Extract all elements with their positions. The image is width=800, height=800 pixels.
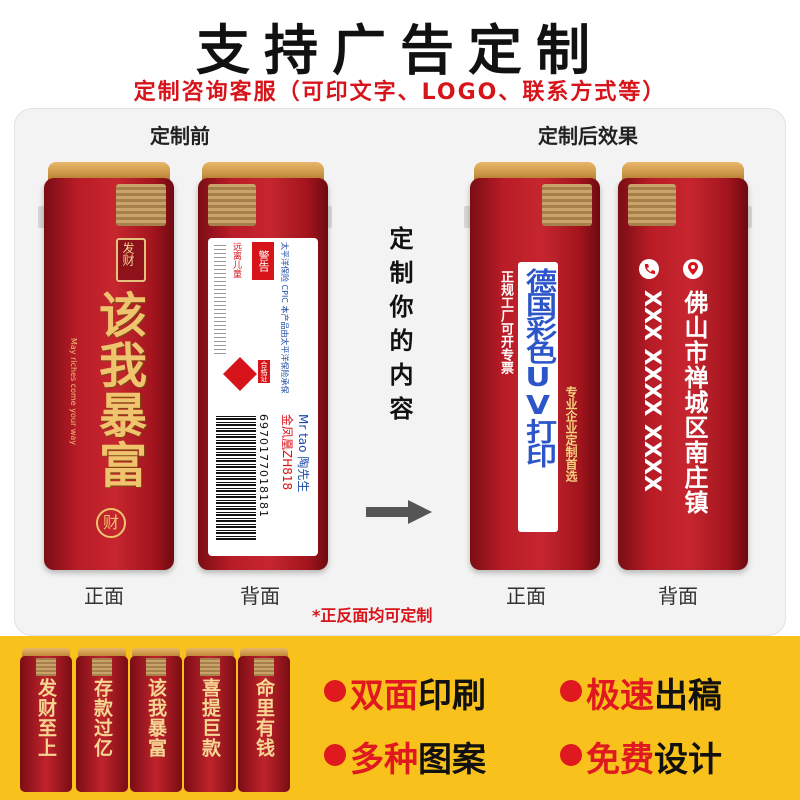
- lighter-button: [208, 184, 256, 226]
- barcode-icon: [216, 414, 256, 540]
- mini-lighter-text: 喜提巨款: [199, 678, 221, 758]
- uv-print-box: 德国彩色UV打印: [518, 262, 558, 532]
- lighter-button: [628, 184, 676, 226]
- front-label-before: 正面: [84, 584, 124, 608]
- front-label-after: 正面: [506, 584, 546, 608]
- mini-lighter: 喜提巨款: [184, 648, 236, 792]
- lighter-pin: [464, 206, 472, 228]
- lighter-after-back: 佛山市禅城区南庄镇 XXX XXXX XXXX: [618, 162, 752, 582]
- model-text: 金凤凰ZH818: [280, 414, 294, 491]
- keep-away-text: 远离儿童: [231, 242, 241, 278]
- lighter-cap: [622, 162, 744, 182]
- lighter-body: 佛山市禅城区南庄镇 XXX XXXX XXXX: [618, 178, 748, 570]
- features-banner: 发财至上 存款过亿 该我暴富 喜提巨款 命里有钱 双面印刷 极速出稿 多种图案 …: [0, 636, 800, 800]
- uv-print-text: 德国彩色UV打印: [520, 268, 556, 467]
- lighter-pin: [38, 206, 46, 228]
- phone-icon: [639, 259, 659, 279]
- warning-badge: 警告: [252, 242, 274, 280]
- mini-lighter-text: 命里有钱: [253, 678, 275, 758]
- insurer-text: 太平洋保险 CPIC 本产品由太平洋保险承保: [280, 242, 289, 394]
- both-sides-note: *正反面均可定制: [312, 606, 433, 625]
- mini-lighter: 该我暴富: [130, 648, 182, 792]
- mini-lighter-text: 存款过亿: [91, 678, 113, 758]
- feature-many-patterns: 多种图案: [350, 740, 486, 780]
- page-title: 支持广告定制: [196, 19, 604, 82]
- lighter-button: [542, 184, 592, 226]
- lighter-body: 警告 远离儿童 太平洋保险 CPIC 本产品由太平洋保险承保 合格证 69701…: [198, 178, 328, 570]
- invoice-text: 正规工厂可开专票: [498, 270, 513, 374]
- location-icon: [683, 259, 703, 279]
- lighter-body: 德国彩色UV打印 正规工厂可开专票 专业企业定制首选: [470, 178, 600, 570]
- mini-lighter-text: 发财至上: [35, 678, 57, 758]
- slogan-text: 该我暴富: [90, 290, 146, 490]
- lighter-cap: [202, 162, 324, 182]
- before-label: 定制前: [150, 124, 210, 148]
- barcode-number: 6970177018181: [257, 414, 270, 518]
- lighter-button: [116, 184, 166, 226]
- bullet-icon: [324, 744, 346, 766]
- small-tag-text: 合格证: [258, 360, 270, 383]
- mini-lighter-text: 该我暴富: [145, 678, 167, 758]
- after-label: 定制后效果: [538, 124, 638, 148]
- page-subtitle: 定制咨询客服（可印文字、LOGO、联系方式等）: [133, 80, 667, 105]
- feature-double-sided: 双面印刷: [350, 676, 486, 716]
- lighter-cap: [474, 162, 596, 182]
- fine-print: [214, 244, 226, 354]
- lighter-body: 发财 该我暴富 May riches come your way 财: [44, 178, 174, 570]
- address-text: 佛山市禅城区南庄镇: [680, 290, 708, 515]
- lighter-pin: [324, 206, 332, 228]
- back-label-after: 背面: [658, 584, 698, 608]
- feature-free-design: 免费设计: [586, 740, 722, 780]
- lighter-after-front: 德国彩色UV打印 正规工厂可开专票 专业企业定制首选: [464, 162, 600, 582]
- phone-text: XXX XXXX XXXX: [639, 290, 664, 492]
- warning-label-card: 警告 远离儿童 太平洋保险 CPIC 本产品由太平洋保险承保 合格证 69701…: [208, 238, 318, 556]
- bullet-icon: [560, 744, 582, 766]
- bullet-icon: [560, 680, 582, 702]
- diamond-tag-icon: [223, 357, 257, 391]
- mini-lighter: 发财至上: [20, 648, 72, 792]
- enterprise-text: 专业企业定制首选: [564, 386, 578, 482]
- lighter-pin: [744, 206, 752, 228]
- seal-icon: 财: [96, 508, 126, 538]
- mini-lighter: 命里有钱: [238, 648, 290, 792]
- feature-fast-draft: 极速出稿: [586, 676, 722, 716]
- arrow-right-icon: [366, 500, 432, 524]
- back-label-before: 背面: [240, 584, 280, 608]
- mini-lighter: 存款过亿: [76, 648, 128, 792]
- badge-frame: 发财: [116, 238, 146, 282]
- badge-text: 发财: [121, 242, 135, 266]
- lighter-before-front: 发财 该我暴富 May riches come your way 财: [38, 162, 174, 582]
- bullet-icon: [324, 680, 346, 702]
- owner-name: Mr tao 陶先生: [296, 414, 310, 493]
- english-text: May riches come your way: [69, 338, 78, 445]
- lighter-cap: [48, 162, 170, 182]
- custom-content-text: 定制你的内容: [385, 226, 413, 430]
- lighter-before-back: 警告 远离儿童 太平洋保险 CPIC 本产品由太平洋保险承保 合格证 69701…: [198, 162, 332, 582]
